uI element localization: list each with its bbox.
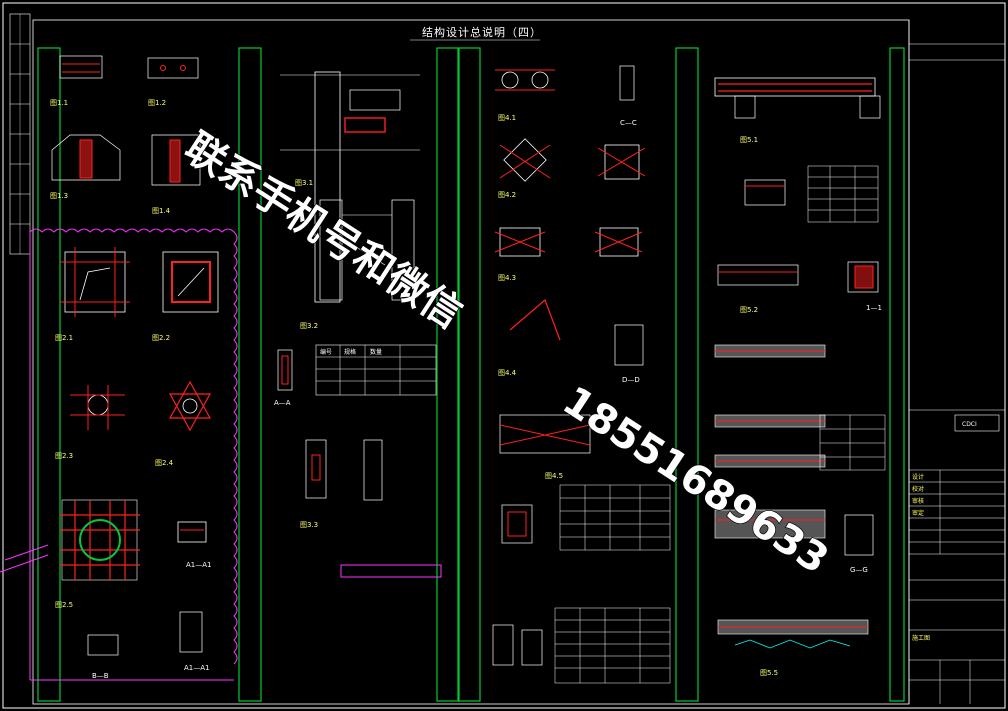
section-label: B—B — [92, 672, 109, 680]
detail-label: 图4.2 — [498, 191, 516, 199]
section-label: A1—A1 — [186, 561, 211, 569]
inner-frame — [32, 19, 910, 705]
detail-col4: C—C 图4.1 图4.2 图4.3 D—D 图4.4 图4.5 — [492, 65, 671, 684]
rebar-schedule-table: 编号 规格 数量 — [315, 344, 437, 396]
section-label: A1—A1 — [184, 664, 209, 672]
section-label: G—G — [850, 566, 868, 574]
table-header: 规格 — [344, 348, 356, 356]
detail-label: 图1.1 — [50, 99, 68, 107]
section-label: 1—1 — [866, 304, 882, 312]
logo-text: CDCI — [962, 421, 977, 428]
detail-col5: 图5.1 图5.2 1—1 — [714, 77, 886, 677]
detail-label: 图1.3 — [50, 192, 68, 200]
tb-item: 校对 — [912, 485, 924, 493]
table-header: 编号 — [320, 348, 332, 356]
detail-label: 图2.5 — [55, 601, 73, 609]
detail-label: 图5.1 — [740, 136, 758, 144]
rebar-table-center — [559, 484, 671, 551]
detail-label: 图5.5 — [760, 669, 778, 677]
detail-label: 图2.1 — [55, 334, 73, 342]
detail-label: 图4.5 — [545, 472, 563, 480]
section-label: D—D — [622, 376, 640, 384]
left-binding-strip — [9, 13, 31, 255]
title-block: CDCI 设计 校对 审核 审定 施工图 — [908, 20, 1005, 704]
tb-item: 设计 — [912, 473, 924, 481]
legend-table-right — [807, 165, 879, 223]
detail-col2-openings: 图2.1 图2.2 图2.3 图2.4 A1—A1 图2.5 B—B A1—A1 — [55, 247, 219, 680]
detail-col1-top: 图1.1 图1.2 图1.3 图1.4 — [50, 55, 201, 215]
detail-col3-wall: 图3.1 图3.2 A—A 编号 规格 数量 图3.3 — [274, 71, 442, 578]
detail-label: 图3.3 — [300, 521, 318, 529]
rebar-table-bottom — [554, 607, 671, 684]
detail-label: 图5.2 — [740, 306, 758, 314]
table-header: 数量 — [370, 348, 382, 356]
green-column-strips — [37, 47, 905, 702]
detail-label: 图2.3 — [55, 452, 73, 460]
watermark-phone: 18551689633 — [555, 378, 837, 583]
detail-label: 图2.4 — [155, 459, 174, 467]
revision-cloud — [29, 228, 238, 665]
detail-label: 图1.2 — [148, 99, 166, 107]
detail-label: 图1.4 — [152, 207, 171, 215]
tb-item: 审核 — [912, 497, 924, 505]
tb-item: 审定 — [912, 509, 924, 517]
detail-label: 图2.2 — [152, 334, 170, 342]
detail-label: 图3.1 — [295, 179, 313, 187]
detail-label: 图4.4 — [498, 369, 517, 377]
detail-label: 图4.1 — [498, 114, 516, 122]
sheet-title: 结构设计总说明（四） — [422, 25, 542, 39]
section-label: A—A — [274, 399, 291, 407]
legend-table-right-2 — [819, 414, 886, 471]
detail-label: 图4.3 — [498, 274, 516, 282]
tb-stage: 施工图 — [912, 634, 930, 642]
detail-label: 图3.2 — [300, 322, 318, 330]
section-label: C—C — [620, 119, 637, 127]
